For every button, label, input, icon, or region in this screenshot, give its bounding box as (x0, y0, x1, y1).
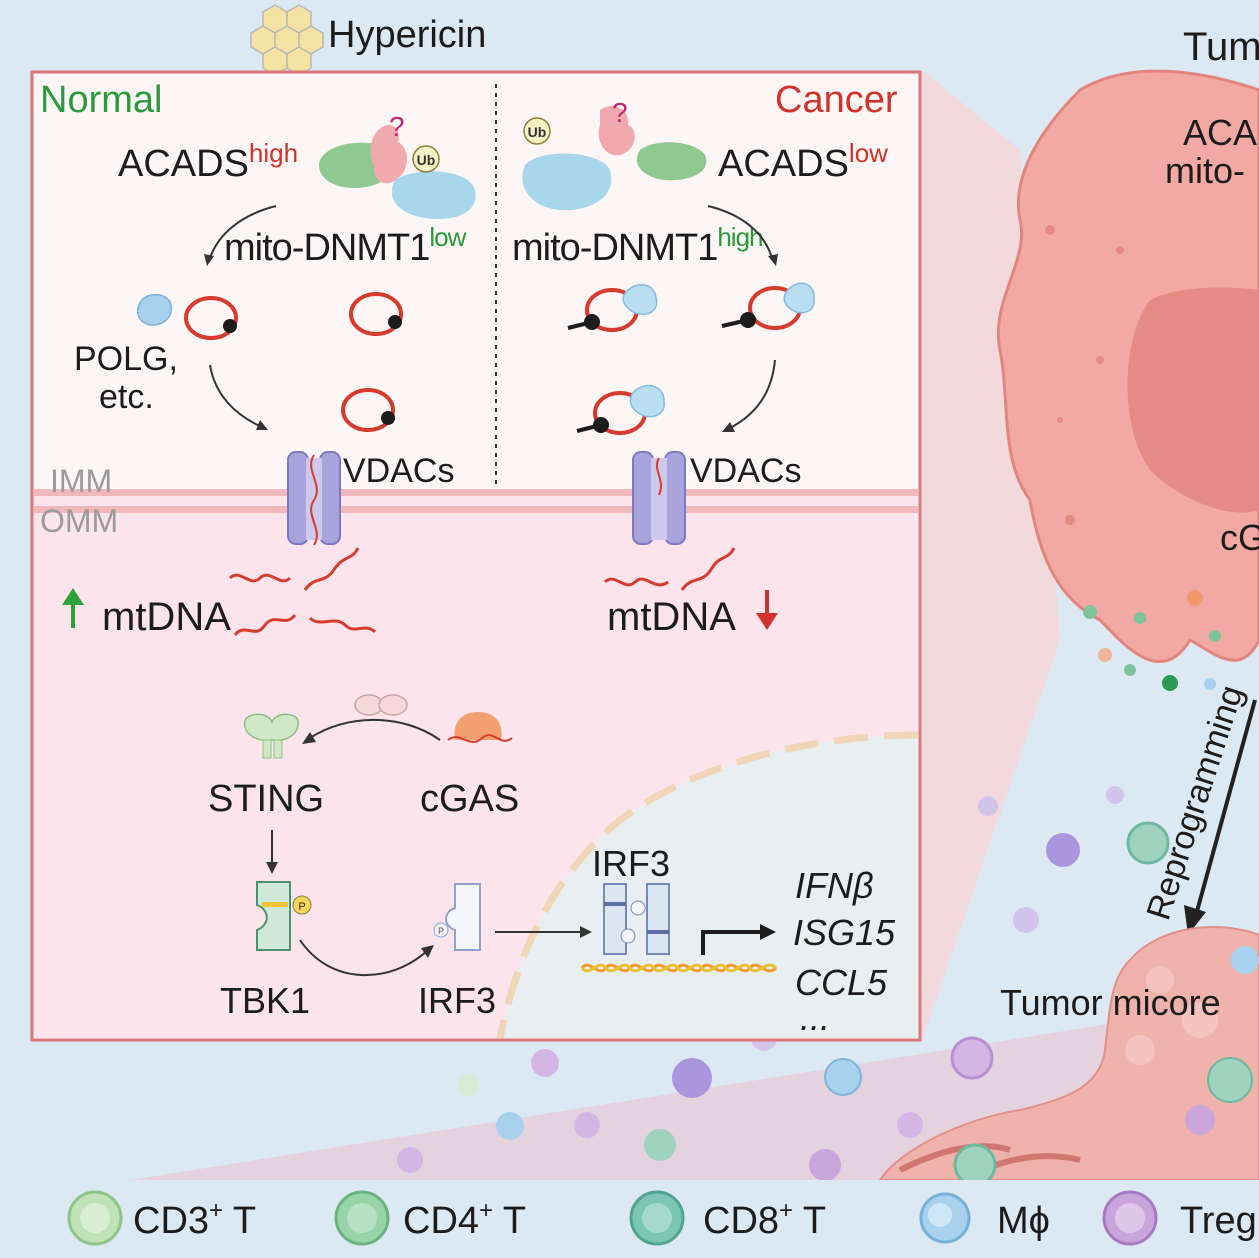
cancer-vdac-arrow (729, 359, 776, 429)
cancer-methyl-marks (567, 312, 756, 433)
normal-mtdna-rings (184, 292, 403, 432)
tbk1-phospho-label: P (298, 901, 305, 913)
arrow-up-icon (62, 588, 84, 628)
omm-label: OMM (40, 503, 118, 539)
irf3-label: IRF3 (418, 980, 496, 1021)
normal-dnmt-arrow (209, 205, 277, 259)
cancer-protein-complex (522, 105, 707, 211)
cancer-released-mtdna (603, 547, 736, 591)
normal-dnmt1-label: mito-DNMT1low (224, 222, 467, 269)
transcription-arrow (701, 924, 776, 955)
irf3-monomer-icon (433, 883, 481, 951)
imm-label: IMM (50, 463, 112, 499)
tumor-mito-label: mito- (1165, 150, 1245, 191)
promoter-dna (580, 963, 778, 973)
tbk1-icon (256, 881, 312, 951)
gene-isg15: ISG15 (793, 912, 896, 953)
normal-polg-arrow (209, 364, 263, 428)
gene-ifnb: IFNβ (795, 865, 874, 906)
cgas-icon (447, 712, 513, 743)
inset-panel (30, 70, 922, 1042)
microenvironment-label: Tumor micore (1000, 982, 1221, 1023)
cancer-vdac-channel (632, 451, 686, 545)
hypericin-label: Hypericin (328, 14, 486, 56)
gene-more: ... (800, 997, 830, 1038)
sting-label: STING (208, 778, 324, 820)
polg-etc-label: etc. (99, 378, 154, 416)
cancer-dnmt1-label: mito-DNMT1high (512, 222, 762, 269)
normal-vdacs-label: VDACs (343, 452, 454, 490)
reprogramming-arrow (1184, 699, 1257, 935)
legend-cd3: CD3+ T (67, 1190, 256, 1246)
tumor-cgas-label: cG (1220, 517, 1259, 558)
tumor-acads-label: ACA (1183, 112, 1257, 153)
gene-list: IFNβ ISG15 CCL5 ... (793, 865, 896, 1038)
legend-cd3-label: CD3+ T (133, 1197, 256, 1242)
legend-cd4: CD4+ T (334, 1190, 526, 1246)
normal-question-mark: ? (389, 111, 405, 142)
irf3-phospho-label: P (438, 926, 444, 936)
tumor-title: Tum (1183, 25, 1259, 69)
legend-bar (0, 1180, 1259, 1258)
normal-ub-tag: Ub (417, 152, 436, 168)
legend-treg: Treg (1102, 1190, 1257, 1246)
tumor-cell (997, 69, 1259, 664)
cancer-title: Cancer (775, 79, 898, 121)
cancer-ub-tag: Ub (528, 124, 547, 140)
tbk1-to-irf3-arrow (299, 939, 429, 977)
cancer-dnmt1-proteins (622, 282, 815, 418)
irf3-dimer-label: IRF3 (592, 843, 670, 884)
cancer-dnmt-arrow (707, 205, 773, 259)
legend-macrophage-label: Mϕ (997, 1200, 1050, 1242)
polg-label: POLG, (74, 340, 178, 378)
normal-title: Normal (40, 79, 162, 121)
polg-protein-icon (137, 293, 172, 326)
sting-icon (243, 713, 299, 759)
cancer-vdacs-label: VDACs (690, 452, 801, 490)
hypericin-molecule (250, 4, 324, 76)
gene-ccl5: CCL5 (795, 962, 888, 1003)
cgas-to-sting-arrow (309, 718, 441, 741)
legend-macrophage: Mϕ (919, 1192, 1050, 1244)
legend-cd8-label: CD8+ T (703, 1197, 826, 1242)
cytokine-dots (1083, 590, 1221, 691)
arrow-down-icon (756, 590, 778, 630)
cgas-label: cGAS (420, 778, 519, 820)
cancer-mtdna-label: mtDNA (607, 595, 736, 639)
normal-acads-label: ACADShigh (118, 138, 298, 185)
legend-cd8: CD8+ T (629, 1190, 826, 1246)
legend-cd4-label: CD4+ T (403, 1197, 526, 1242)
cancer-acads-label: ACADSlow (718, 138, 888, 185)
irf3-dimer-icon (603, 883, 670, 955)
normal-vdac-channel (287, 451, 341, 546)
tbk1-label: TBK1 (220, 980, 310, 1021)
cgamp-icon (354, 694, 408, 716)
legend-treg-label: Treg (1180, 1200, 1257, 1242)
cancer-question-mark: ? (612, 97, 628, 128)
normal-released-mtdna (228, 547, 377, 637)
normal-protein-complex (319, 125, 476, 220)
methyl-marks (223, 315, 402, 425)
normal-mtdna-label: mtDNA (102, 595, 231, 639)
tumor-microenvironment-mass (878, 926, 1259, 1183)
